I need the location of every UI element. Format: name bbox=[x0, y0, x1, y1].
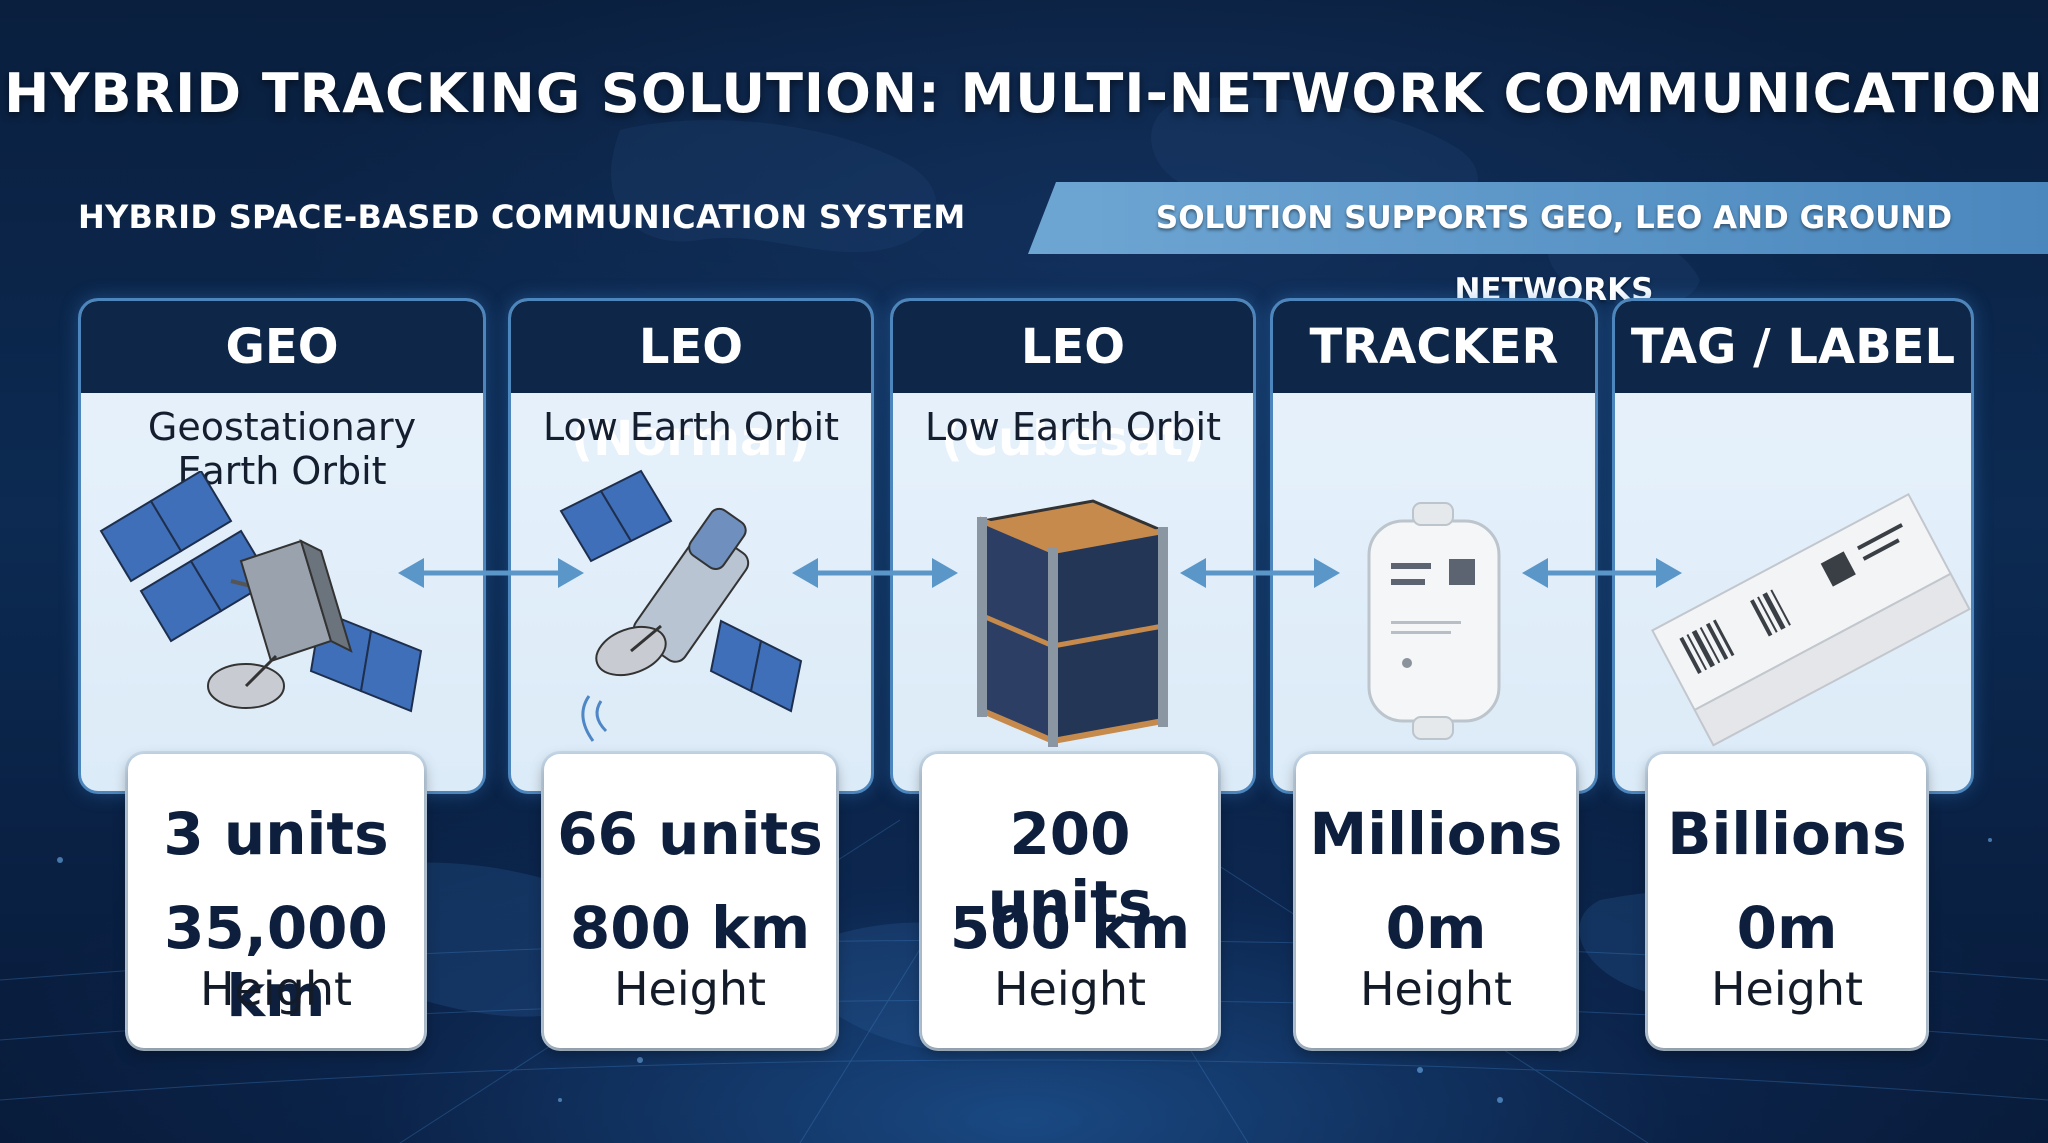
card-description: Geostationary Earth Orbit bbox=[147, 405, 417, 493]
unit-count: 200 units bbox=[987, 800, 1153, 936]
altitude-label: Height bbox=[1710, 962, 1864, 1016]
leo-satellite-icon bbox=[559, 469, 803, 742]
altitude-value: 0m bbox=[1736, 894, 1838, 962]
altitude-value: 500 km bbox=[949, 894, 1191, 962]
page-title: HYBRID TRACKING SOLUTION: MULTI-NETWORK … bbox=[4, 62, 2044, 125]
altitude-label: Height bbox=[199, 962, 353, 1016]
altitude-label: Height bbox=[613, 962, 767, 1016]
unit-count: 66 units bbox=[557, 800, 823, 868]
card-title: LEO (Cubesat) bbox=[893, 301, 1253, 467]
card-description: Low Earth Orbit bbox=[924, 405, 1221, 449]
label-tag-icon bbox=[1651, 492, 1971, 747]
cubesat-icon bbox=[977, 499, 1169, 747]
banner-text: SOLUTION SUPPORTS GEO, LEO AND GROUND NE… bbox=[1155, 200, 1953, 308]
geo-satellite-icon bbox=[99, 471, 423, 713]
double-arrow-icon bbox=[398, 558, 584, 588]
stat-geo: 3 units 35,000 km Height bbox=[128, 754, 424, 1048]
stat-tracker: Millions 0m Height bbox=[1296, 754, 1576, 1048]
card-tag-label: TAG / LABEL bbox=[1612, 298, 1974, 794]
card-title: LEO (Normal) bbox=[511, 301, 871, 467]
altitude-label: Height bbox=[1359, 962, 1513, 1016]
altitude-value: 0m bbox=[1385, 894, 1487, 962]
stat-leo-normal: 66 units 800 km Height bbox=[544, 754, 836, 1048]
tracker-device-icon bbox=[1367, 502, 1501, 740]
card-leo-normal: LEO (Normal) Low Earth Orbit bbox=[508, 298, 874, 794]
card-tracker: TRACKER bbox=[1270, 298, 1598, 794]
altitude-label: Height bbox=[993, 962, 1147, 1016]
double-arrow-icon bbox=[1180, 558, 1340, 588]
stat-tag-label: Billions 0m Height bbox=[1648, 754, 1926, 1048]
unit-count: Billions bbox=[1667, 800, 1907, 868]
card-description: Low Earth Orbit bbox=[542, 405, 839, 449]
card-title: TAG / LABEL bbox=[1615, 301, 1971, 393]
altitude-value: 800 km bbox=[569, 894, 811, 962]
double-arrow-icon bbox=[792, 558, 958, 588]
card-title: GEO bbox=[81, 301, 483, 393]
card-geo: GEO Geostationary Earth Orbit bbox=[78, 298, 486, 794]
banner-background bbox=[1028, 182, 2048, 254]
stat-leo-cubesat: 200 units 500 km Height bbox=[922, 754, 1218, 1048]
double-arrow-icon bbox=[1522, 558, 1682, 588]
unit-count: Millions bbox=[1309, 800, 1563, 868]
unit-count: 3 units bbox=[163, 800, 389, 868]
card-leo-cubesat: LEO (Cubesat) Low Earth Orbit bbox=[890, 298, 1256, 794]
network-banner: SOLUTION SUPPORTS GEO, LEO AND GROUND NE… bbox=[1028, 182, 2048, 308]
altitude-value: 35,000 km bbox=[164, 894, 388, 1030]
card-title: TRACKER bbox=[1273, 301, 1595, 393]
system-subtitle: HYBRID SPACE-BASED COMMUNICATION SYSTEM bbox=[78, 198, 966, 236]
